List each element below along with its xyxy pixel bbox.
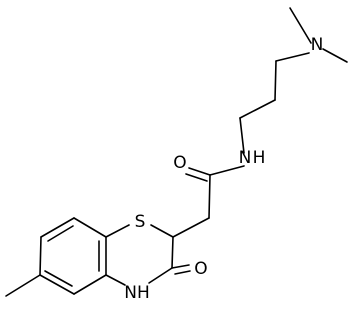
lactam-nh-label: NH xyxy=(124,283,150,303)
bond-benz-5-inner xyxy=(47,225,74,242)
bond-nme-ch2 xyxy=(275,52,310,62)
bond-c3-n4 xyxy=(148,267,173,284)
bond-nme-methyl1 xyxy=(289,7,312,44)
bond-nme-methyl2 xyxy=(322,48,348,63)
dimethylamino-n-label: N xyxy=(311,35,324,55)
bond-n4-c4a xyxy=(105,274,126,286)
bond-c3-o-1 xyxy=(171,264,190,269)
bond-benz-3 xyxy=(39,274,75,295)
bond-amide-ch2 xyxy=(208,174,211,219)
bond-benz-5 xyxy=(40,217,75,238)
bond-benz-6 xyxy=(73,217,107,238)
lactam-o-label: O xyxy=(194,259,207,279)
bond-c2-s xyxy=(150,224,174,238)
bond-aryl-methyl xyxy=(5,274,41,297)
bond-amide-n-c xyxy=(209,165,245,176)
bond-benz-3-inner xyxy=(44,270,73,287)
bond-chain-2 xyxy=(239,99,276,119)
bond-chain-3 xyxy=(239,117,245,154)
bond-amide-co-1 xyxy=(188,167,211,176)
bond-benz-4 xyxy=(39,236,42,276)
bond-amide-co-2 xyxy=(185,173,208,182)
bond-c3-o-2 xyxy=(174,270,191,275)
bond-s-c8a xyxy=(105,224,130,238)
sulfur-label: S xyxy=(135,212,146,232)
bond-c2-c3 xyxy=(171,236,174,269)
bond-ch2-c2 xyxy=(172,217,210,238)
amide-h-label: H xyxy=(253,148,266,168)
bond-benz-2 xyxy=(73,274,107,295)
amide-n-label: N xyxy=(239,148,252,168)
amide-o-label: O xyxy=(173,153,186,173)
bond-chain-1 xyxy=(274,60,277,101)
